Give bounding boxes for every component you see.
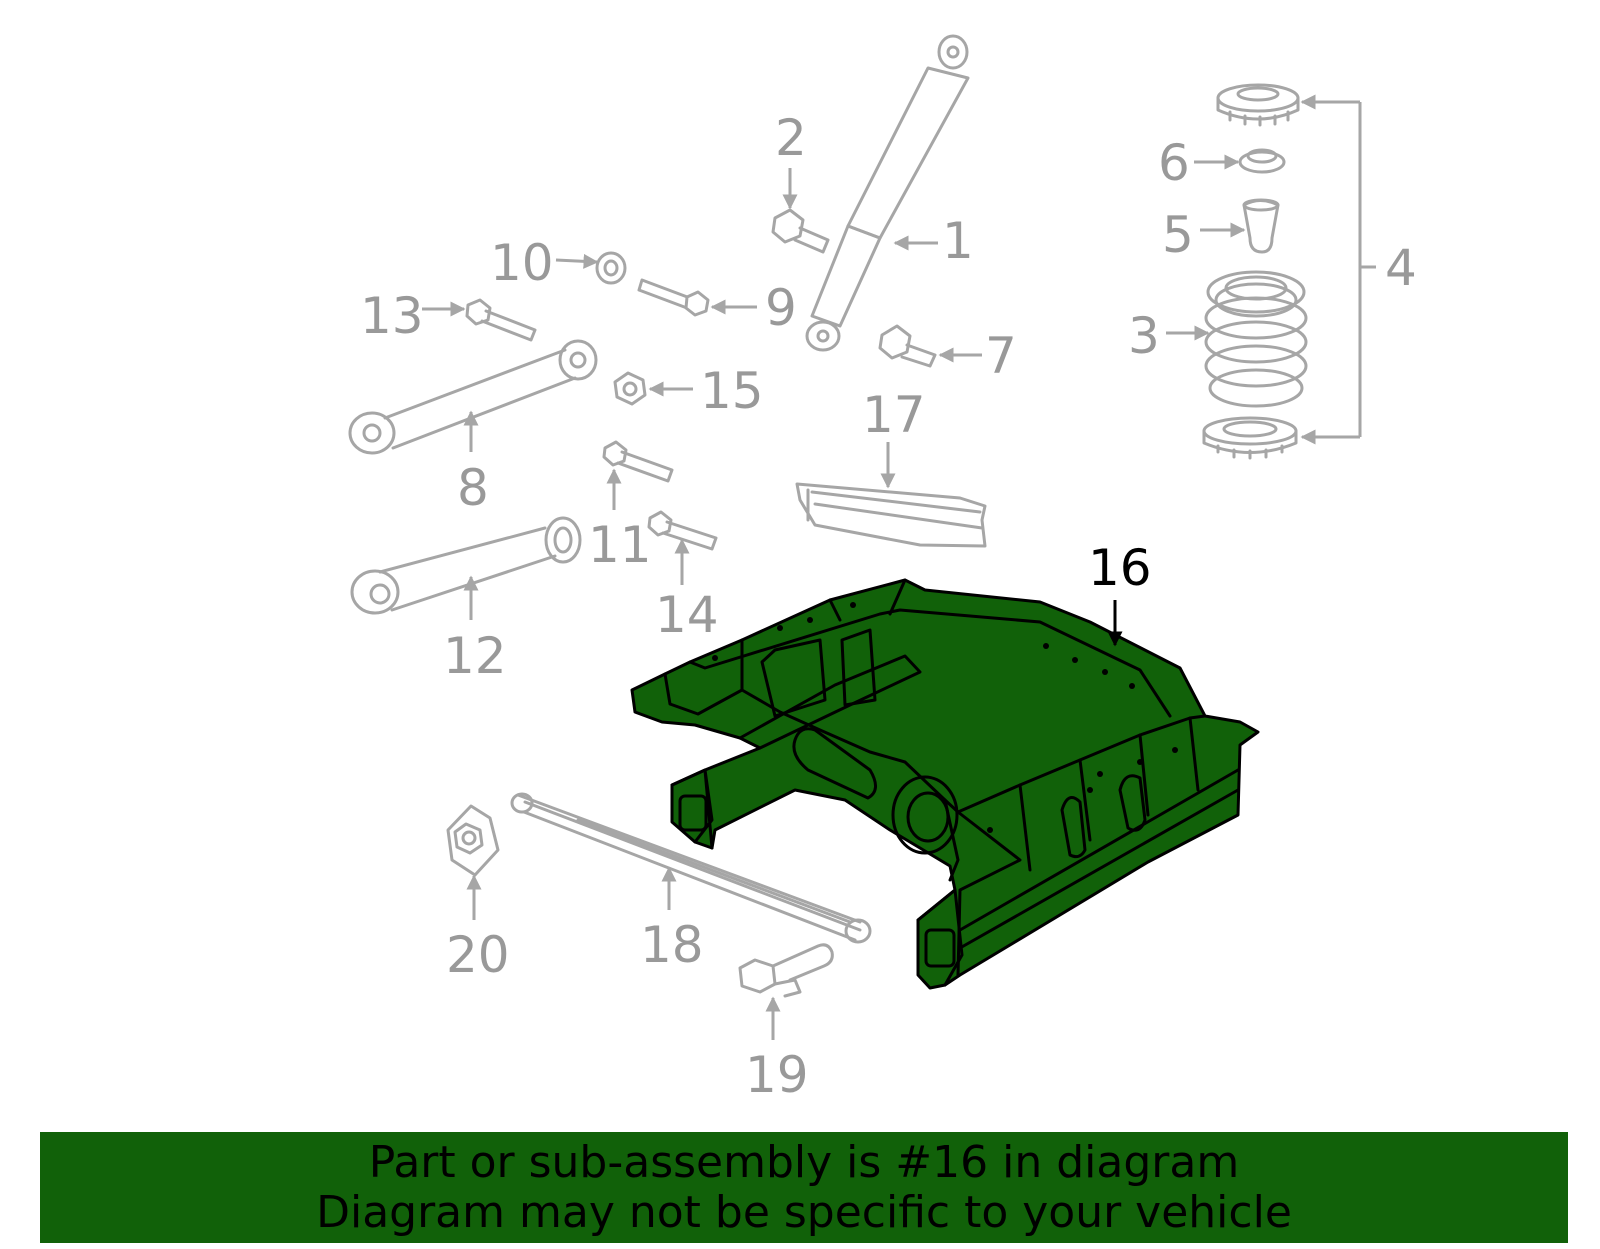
jounce-bumper-part xyxy=(1242,198,1280,254)
callout-13: 13 xyxy=(360,287,424,345)
callout-1: 1 xyxy=(942,212,974,270)
parts-diagram: 1 2 7 10 9 13 8 xyxy=(348,34,1417,1104)
callout-15: 15 xyxy=(700,362,764,420)
sensor-19-part xyxy=(738,943,834,998)
bracket-17-part xyxy=(795,482,987,548)
callout-2: 2 xyxy=(775,109,807,167)
control-arm-8-part xyxy=(348,339,598,455)
callout-7: 7 xyxy=(985,327,1017,385)
callout-20: 20 xyxy=(446,926,510,984)
bracket-leader-4 xyxy=(1300,94,1376,445)
callout-17: 17 xyxy=(862,386,926,444)
callout-10: 10 xyxy=(490,234,554,292)
callout-5: 5 xyxy=(1162,206,1194,264)
nut-10-part xyxy=(595,251,627,285)
callout-4: 4 xyxy=(1385,239,1417,297)
bolt-7-part xyxy=(878,324,937,368)
coil-spring-part xyxy=(1204,270,1308,408)
callout-12: 12 xyxy=(443,627,507,685)
callout-18: 18 xyxy=(640,916,704,974)
banner-line-1: Part or sub-assembly is #16 in diagram xyxy=(368,1136,1240,1188)
bushing-20-part xyxy=(446,804,500,877)
jounce-bumper-cap-part xyxy=(1238,148,1286,174)
upper-spring-seat-part xyxy=(1216,83,1300,127)
callout-3: 3 xyxy=(1128,307,1160,365)
callout-11: 11 xyxy=(588,516,652,574)
bolt-11-part xyxy=(602,440,674,483)
callout-16: 16 xyxy=(1088,539,1152,597)
callout-9: 9 xyxy=(765,279,797,337)
shock-absorber-part xyxy=(805,34,970,352)
info-banner: Part or sub-assembly is #16 in diagram D… xyxy=(40,1132,1568,1243)
callout-6: 6 xyxy=(1158,134,1190,192)
callout-8: 8 xyxy=(457,459,489,517)
rear-subframe-highlighted-part xyxy=(630,578,1260,990)
control-arm-12-part xyxy=(350,516,582,615)
bolt-9-part xyxy=(637,278,710,317)
nut-15-part xyxy=(613,371,647,406)
rod-18-part xyxy=(510,792,872,944)
lower-spring-seat-part xyxy=(1202,416,1298,460)
callout-19: 19 xyxy=(745,1046,809,1104)
bolt-13-part xyxy=(465,298,537,342)
banner-line-2: Diagram may not be specific to your vehi… xyxy=(316,1186,1292,1238)
bolt-2-part xyxy=(771,208,830,254)
callout-14: 14 xyxy=(655,586,719,644)
